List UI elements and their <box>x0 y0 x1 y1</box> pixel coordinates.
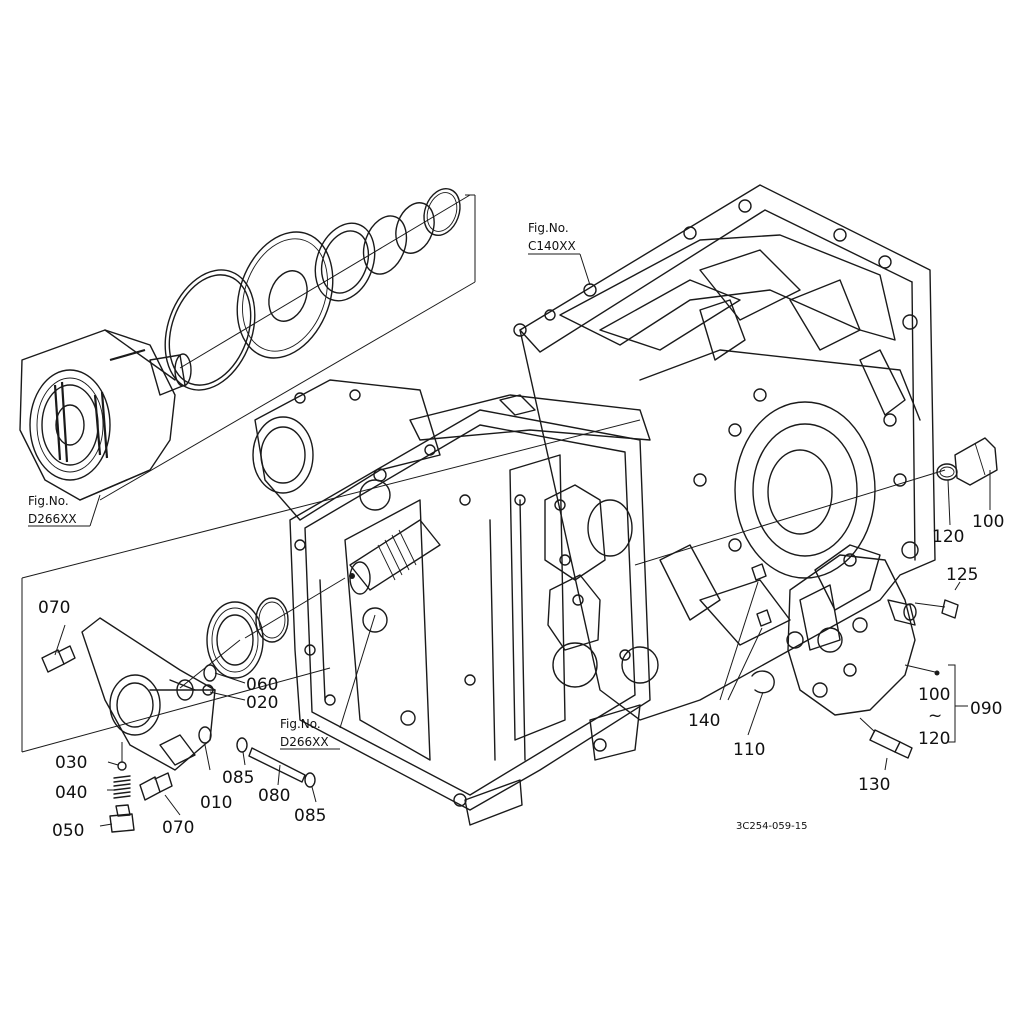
clutch-assembly <box>19 188 476 501</box>
transmission-case <box>513 184 936 721</box>
part-label-040: 040 <box>55 783 87 803</box>
part-label-090: 090 <box>970 699 1002 719</box>
diagram-code: 3C254-059-15 <box>736 821 807 832</box>
part-label-120-range-end: 120 <box>918 729 950 749</box>
fig-ref-d266-lower-line1: Fig.No. <box>280 717 321 731</box>
fig-ref-c140-line2: C140XX <box>528 239 576 253</box>
part-label-140: 140 <box>688 711 720 731</box>
fig-ref-d266-lower-line2: D266XX <box>280 735 329 749</box>
part-label-020: 020 <box>246 693 278 713</box>
fig-ref-c140-line1: Fig.No. <box>528 221 569 235</box>
front-housing <box>252 379 659 826</box>
part-label-110: 110 <box>733 740 765 760</box>
part-label-085-right: 085 <box>294 806 326 826</box>
part-label-050: 050 <box>52 821 84 841</box>
part-label-070-upper: 070 <box>38 598 70 618</box>
part-label-100-upper: 100 <box>972 512 1004 532</box>
part-label-085-left: 085 <box>222 768 254 788</box>
figure-references: Fig.No. C140XX Fig.No. D266XX Fig.No. D2… <box>28 221 576 749</box>
part-label-100-range-start: 100 <box>918 685 950 705</box>
part-label-080: 080 <box>258 786 290 806</box>
shift-lever-assembly <box>21 419 641 833</box>
part-labels: 070 060 020 030 040 050 070 010 085 080 … <box>38 512 1004 841</box>
part-label-range-tilde: ~ <box>928 706 942 726</box>
part-label-060: 060 <box>246 675 278 695</box>
part-label-070-lower: 070 <box>162 818 194 838</box>
fig-ref-d266-upper-line2: D266XX <box>28 512 77 526</box>
hydraulic-pump <box>634 437 998 759</box>
part-label-120-upper: 120 <box>932 527 964 547</box>
part-label-130: 130 <box>858 775 890 795</box>
part-label-030: 030 <box>55 753 87 773</box>
part-label-125: 125 <box>946 565 978 585</box>
leader-lines <box>28 253 991 827</box>
part-label-010: 010 <box>200 793 232 813</box>
fig-ref-d266-upper-line1: Fig.No. <box>28 494 69 508</box>
